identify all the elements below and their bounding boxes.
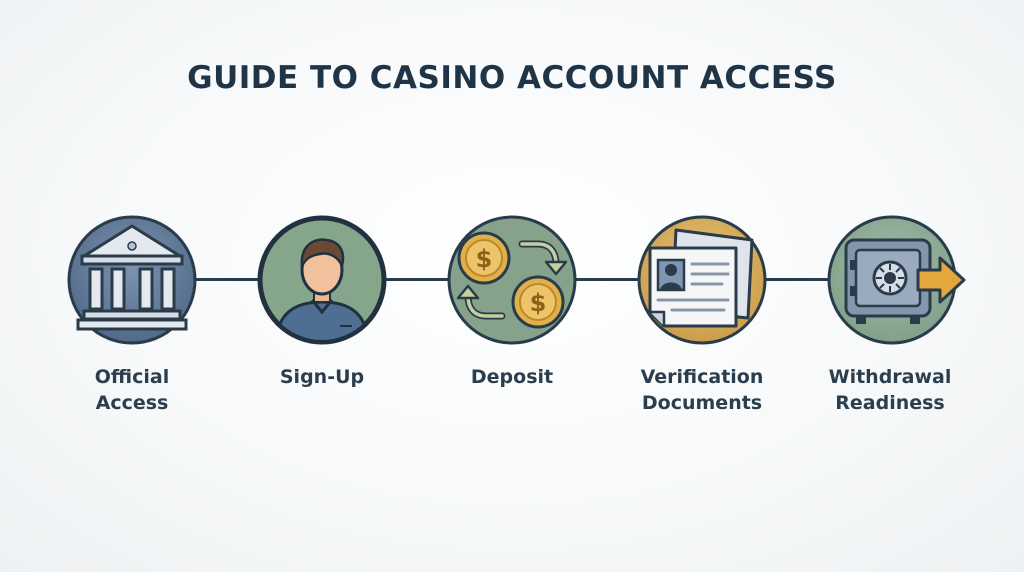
id-document-icon	[637, 215, 767, 345]
label-line: Documents	[641, 392, 763, 414]
step-deposit: $ $	[446, 214, 578, 346]
label-line: Official	[94, 366, 170, 388]
step-label-sign-up: Sign-Up	[232, 364, 412, 390]
step-withdrawal-readiness	[826, 214, 966, 346]
svg-text:$: $	[476, 245, 493, 273]
bank-building-icon	[67, 215, 197, 345]
label-line: Deposit	[470, 366, 554, 388]
connector-line	[576, 278, 638, 281]
step-label-verification-documents: Verification Documents	[612, 364, 792, 416]
label-line: Sign-Up	[279, 366, 365, 388]
step-label-deposit: Deposit	[422, 364, 602, 390]
step-label-official-access: Official Access	[42, 364, 222, 416]
connector-line	[386, 278, 448, 281]
label-line: Withdrawal	[828, 366, 952, 388]
label-line: Verification	[640, 366, 764, 388]
diagram-title: GUIDE TO CASINO ACCOUNT ACCESS	[187, 60, 837, 96]
svg-text:$: $	[530, 289, 547, 317]
label-line: Readiness	[835, 392, 945, 414]
coin-exchange-icon: $ $	[447, 215, 577, 345]
step-verification-documents	[636, 214, 768, 346]
user-avatar-icon	[257, 215, 387, 345]
step-sign-up	[256, 214, 388, 346]
step-label-withdrawal-readiness: Withdrawal Readiness	[800, 364, 980, 416]
step-official-access	[66, 214, 198, 346]
safe-withdraw-icon	[827, 215, 966, 345]
connector-line	[766, 278, 828, 281]
connector-line	[196, 278, 260, 281]
label-line: Access	[95, 392, 169, 414]
